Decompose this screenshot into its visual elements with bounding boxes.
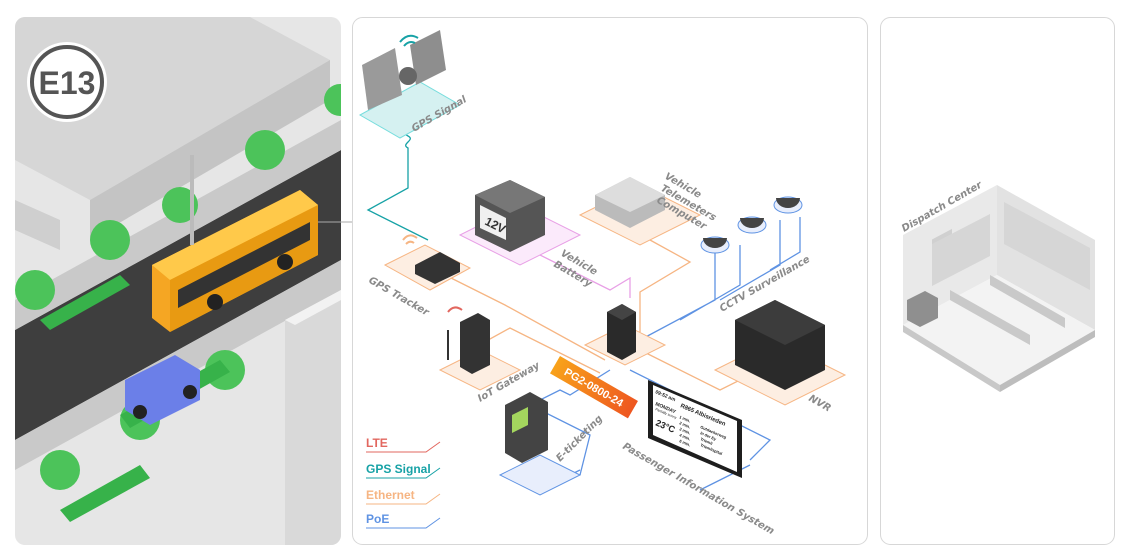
signal-icon [402,234,418,245]
svg-text:2 min.: 2 min. [679,420,692,429]
poe-switch [583,304,667,366]
svg-text:3 min.: 3 min. [679,426,692,435]
nvr [713,300,847,406]
onboard-network-panel [352,17,868,545]
building [285,290,341,545]
lte-signal-icon [447,306,463,313]
legend-poe: PoE [366,512,389,526]
cctv-cameras [700,196,803,254]
trees [15,84,341,490]
vehicle-battery: 12V [458,180,582,266]
gps-antenna [358,30,462,139]
wifi-signal-icon [399,34,419,47]
legend-ethernet: Ethernet [366,488,415,502]
e-ticketing-terminal [498,392,582,496]
telemeters-computer [578,177,702,246]
route-badge: E13 [27,42,107,122]
svg-text:Triemli: Triemli [700,436,714,446]
iot-gateway [438,306,522,391]
gps-tracker [383,234,472,291]
legend-lte: LTE [366,436,388,450]
autonomous-shuttle [125,355,200,425]
svg-text:6 min.: 6 min. [679,438,692,447]
dispatch-center-room [903,185,1095,392]
svg-text:1 min.: 1 min. [679,414,692,423]
legend: LTE GPS Signal Ethernet PoE [366,436,441,529]
passenger-info-display: 09:52 am MONDAY Partially sunny 23°C R86… [648,380,742,478]
svg-text:In der Ey: In der Ey [700,430,718,442]
legend-gps-signal: GPS Signal [366,462,431,476]
svg-text:4 min.: 4 min. [679,432,692,441]
street-scene [15,17,341,545]
bus [152,190,318,332]
svg-text:E13: E13 [39,65,96,101]
